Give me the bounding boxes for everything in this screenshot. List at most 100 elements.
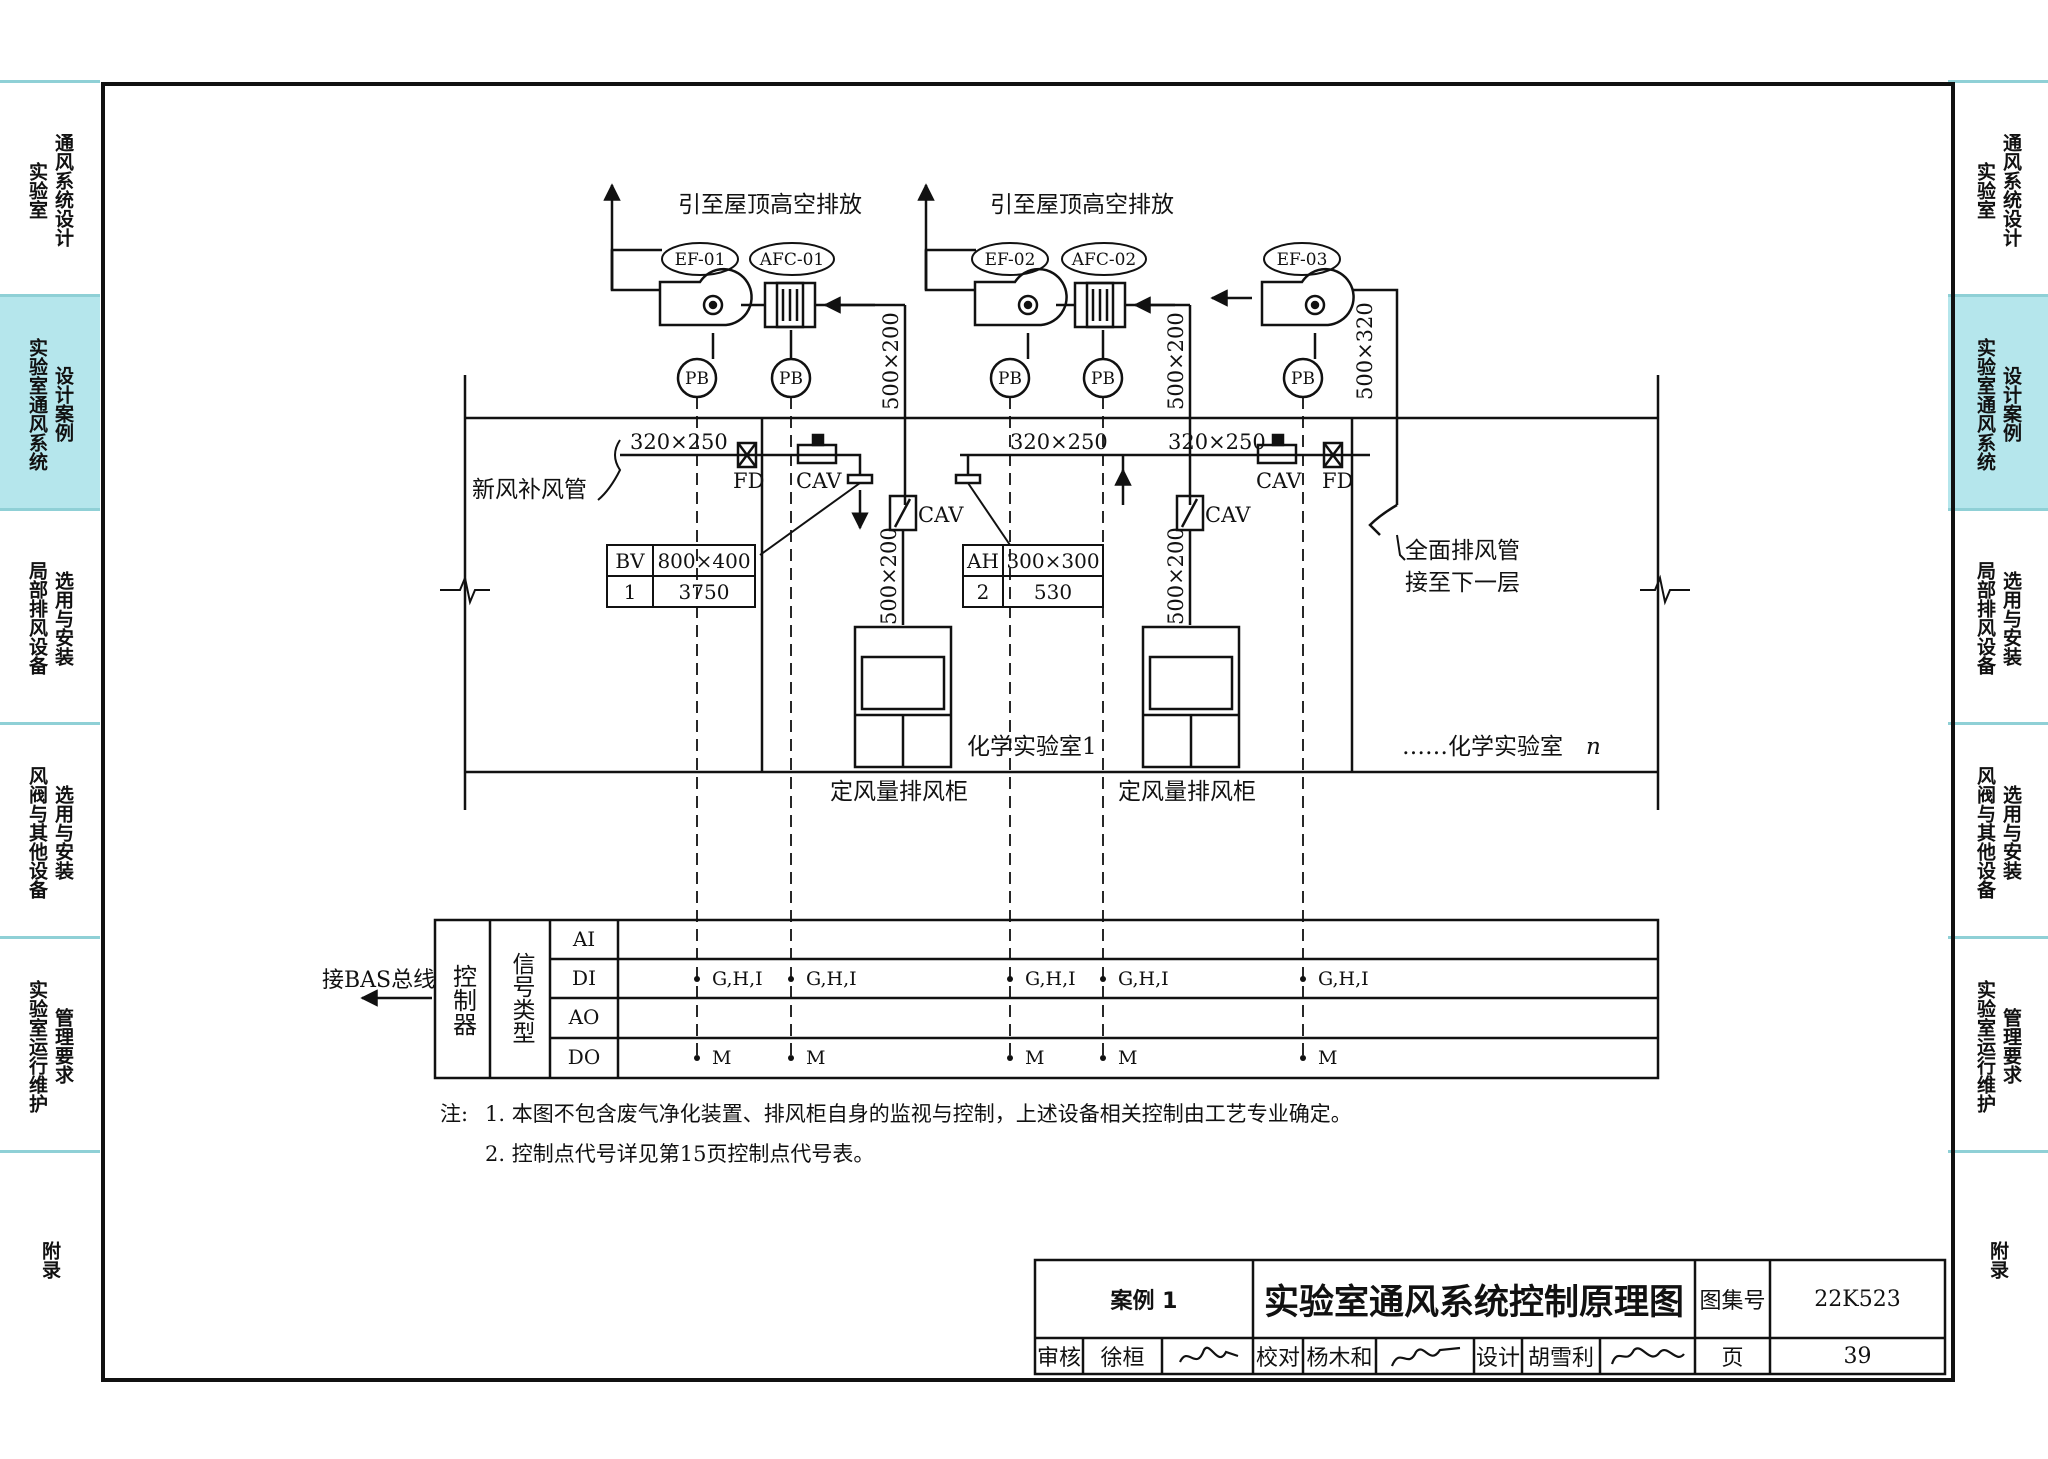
case-label: 案例 1 [1110, 1289, 1178, 1314]
room-label-n: n [1586, 734, 1601, 760]
duct-size: 500×200 [1164, 312, 1188, 410]
cav-label: CAV [918, 503, 964, 527]
side-tab-text: 设计案例 [2000, 366, 2022, 442]
left-appendix-tab: 附录 [0, 1150, 100, 1364]
diffuser-2 [954, 473, 982, 485]
side-tab-5[interactable]: 实验室运行维护 管理要求 [1948, 936, 2048, 1153]
side-tab-4[interactable]: 风阀与其他设备 选用与安装 [1948, 722, 2048, 939]
side-tab-1[interactable]: 实验室 通风系统设计 [0, 80, 100, 297]
do-cell: M [1025, 1047, 1044, 1069]
supply-duct-1 [620, 453, 862, 475]
side-tab-text: 选用与安装 [52, 784, 74, 880]
side-tab-text: 选用与安装 [52, 570, 74, 666]
ah-cell: 530 [1034, 580, 1072, 604]
ah-cell: 2 [977, 580, 990, 604]
side-tab-4[interactable]: 风阀与其他设备 选用与安装 [0, 722, 100, 939]
side-tab-text: 风阀与其他设备 [1974, 765, 1996, 899]
side-tab-text: 局部排风设备 [1974, 561, 1996, 675]
side-tab-2[interactable]: 实验室通风系统 设计案例 [0, 294, 100, 511]
duct-size: 320×250 [630, 430, 728, 454]
bv-cell: BV [615, 549, 645, 573]
fan-tag: EF-03 [1277, 250, 1328, 270]
side-tab-text: 设计案例 [52, 366, 74, 442]
label-oval [1061, 242, 1147, 276]
side-tab-text: 通风系统设计 [2000, 133, 2022, 247]
filter-tag: AFC-02 [1071, 250, 1136, 270]
side-tab-text: 局部排风设备 [26, 561, 48, 675]
general-duct-break [1368, 503, 1398, 536]
di-values: G,H,I G,H,I G,H,I G,H,I G,H,I M M M M M [712, 968, 1369, 1069]
fan-tag: EF-01 [675, 250, 726, 270]
label-oval [1263, 242, 1341, 276]
controller-label: 控制器 [448, 964, 477, 1036]
side-tab-text: 实验室 [1974, 161, 1996, 219]
side-tab-text: 实验室通风系统 [1974, 337, 1996, 471]
cav-label: CAV [796, 469, 842, 493]
side-tab-text: 风阀与其他设备 [26, 765, 48, 899]
leader-bv [759, 482, 861, 556]
right-appendix-tab: 附录 [1948, 1150, 2048, 1364]
note-2: 2. 控制点代号详见第15页控制点代号表。 [485, 1142, 874, 1166]
leader-ah [967, 482, 1011, 546]
fan-ef01 [658, 267, 753, 327]
room-label: ……化学实验室 [1402, 734, 1563, 760]
side-tab-text: 实验室 [26, 161, 48, 219]
exhaust-label: 引至屋顶高空排放 [678, 192, 862, 218]
hood-label: 定风量排风柜 [830, 779, 968, 805]
signal-row-label: AI [572, 927, 595, 951]
side-tab-text: 实验室运行维护 [26, 979, 48, 1113]
side-tab-text: 附录 [39, 1241, 61, 1279]
side-tab-3[interactable]: 局部排风设备 选用与安装 [1948, 508, 2048, 725]
fd-label: FD [733, 469, 764, 493]
signal-type-label: 信号类型 [508, 952, 534, 1044]
fire-damper-2 [1322, 441, 1344, 469]
check-label: 校对 [1255, 1346, 1300, 1371]
diffuser-1 [846, 473, 874, 485]
label-oval [971, 242, 1049, 276]
side-tab-6[interactable]: 附录 [1948, 1150, 2048, 1367]
di-cell: G,H,I [712, 968, 763, 990]
bas-label: 接BAS总线 [322, 968, 435, 993]
do-cell: M [806, 1047, 825, 1069]
pb-tag: PB [1291, 369, 1315, 389]
duct-size: 500×200 [877, 527, 901, 625]
side-tab-text: 通风系统设计 [52, 133, 74, 247]
side-tab-5[interactable]: 实验室运行维护 管理要求 [0, 936, 100, 1153]
control-wires [696, 397, 1304, 1060]
side-tab-text: 选用与安装 [2000, 570, 2022, 666]
side-tab-1[interactable]: 实验室 通风系统设计 [1948, 80, 2048, 297]
signal-row-label: AO [568, 1005, 600, 1029]
side-tab-2[interactable]: 实验室通风系统 设计案例 [1948, 294, 2048, 511]
do-cell: M [712, 1047, 731, 1069]
fd-label: FD [1322, 469, 1353, 493]
side-tab-text: 选用与安装 [2000, 784, 2022, 880]
signal-row-label: DO [568, 1045, 600, 1069]
ah-cell: AH [966, 549, 999, 573]
label-oval [749, 242, 835, 276]
design-label: 设计 [1475, 1346, 1520, 1371]
fan-ef03 [1260, 267, 1355, 327]
duct-general [1352, 288, 1399, 505]
side-tab-3[interactable]: 局部排风设备 选用与安装 [0, 508, 100, 725]
checker-name: 杨木和 [1306, 1346, 1373, 1371]
fan-tag: EF-02 [985, 250, 1036, 270]
di-cell: G,H,I [1118, 968, 1169, 990]
fume-hood-1 [853, 625, 953, 769]
filter-afc02 [1056, 281, 1190, 329]
di-cell: G,H,I [1025, 968, 1076, 990]
fire-damper-1 [736, 441, 758, 469]
label-oval [661, 242, 739, 276]
di-cell: G,H,I [1318, 968, 1369, 990]
right-side-tabs: 实验室 通风系统设计 实验室通风系统 设计案例 局部排风设备 选用与安装 风阀与… [1948, 80, 2048, 1160]
duct-size: 500×200 [879, 312, 903, 410]
duct-2 [924, 250, 975, 292]
bv-cell: 800×400 [657, 549, 750, 573]
drawing-frame [101, 82, 1955, 1382]
riser-2 [924, 248, 976, 290]
side-tab-6[interactable]: 附录 [0, 1150, 100, 1367]
exhaust-label: 引至屋顶高空排放 [990, 192, 1174, 218]
title-block-grid [1033, 1258, 1947, 1376]
break-mark-left [440, 574, 490, 606]
atlas-label: 图集号 [1699, 1289, 1766, 1314]
